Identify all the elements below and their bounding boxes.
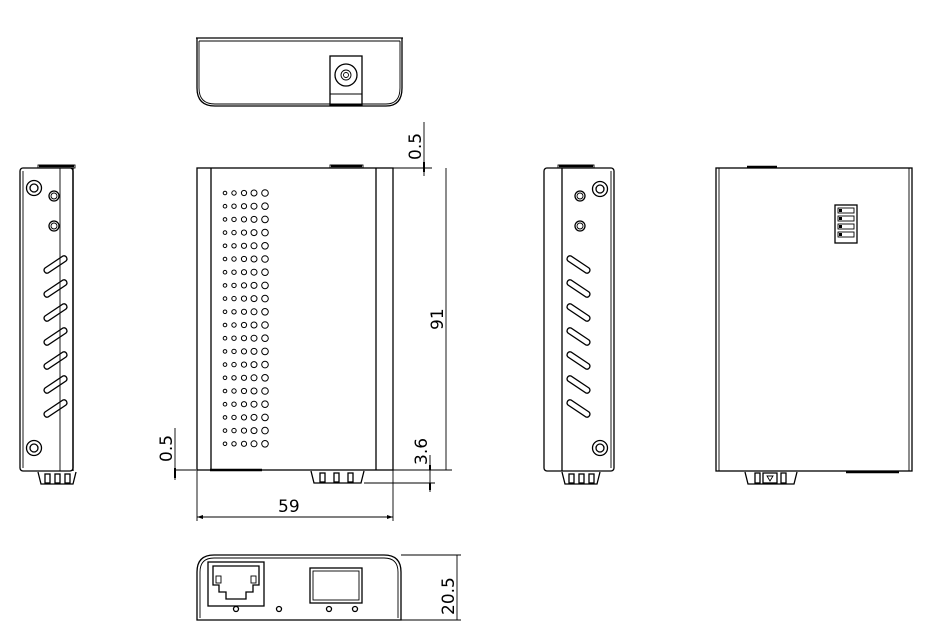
power-jack-icon: [329, 55, 363, 106]
sfp-port-icon: [309, 567, 363, 604]
dimension-width: 59: [278, 497, 300, 517]
rj45-port-icon: [207, 561, 265, 607]
connector-icon: [561, 471, 601, 485]
rear-view: [715, 165, 913, 485]
right-side-view: [543, 164, 615, 485]
connector-icon: [310, 470, 365, 484]
dimension-depth: 20.5: [439, 577, 459, 615]
led-icon: [351, 605, 359, 613]
vent-slots: [566, 255, 591, 418]
connector-icon: [37, 471, 77, 485]
front-view: [196, 164, 394, 484]
left-side-view: [19, 164, 77, 485]
vent-holes: [222, 189, 269, 448]
led-icon: [232, 605, 240, 613]
dimension-bottom-offset: 0.5: [157, 435, 177, 462]
dimension-height: 91: [428, 308, 448, 330]
dimension-lines: 0.5 91 3.6 0.5 59: [157, 122, 452, 521]
vent-slots: [43, 255, 68, 418]
led-icon: [325, 605, 333, 613]
bottom-view: 20.5: [196, 554, 461, 621]
dip-switch-icon: [834, 204, 858, 244]
led-icon: [275, 605, 283, 613]
dimension-top-offset: 0.5: [406, 133, 426, 160]
connector-icon: [744, 471, 798, 485]
top-view: [196, 37, 403, 107]
dimension-connector-offset: 3.6: [412, 438, 432, 465]
